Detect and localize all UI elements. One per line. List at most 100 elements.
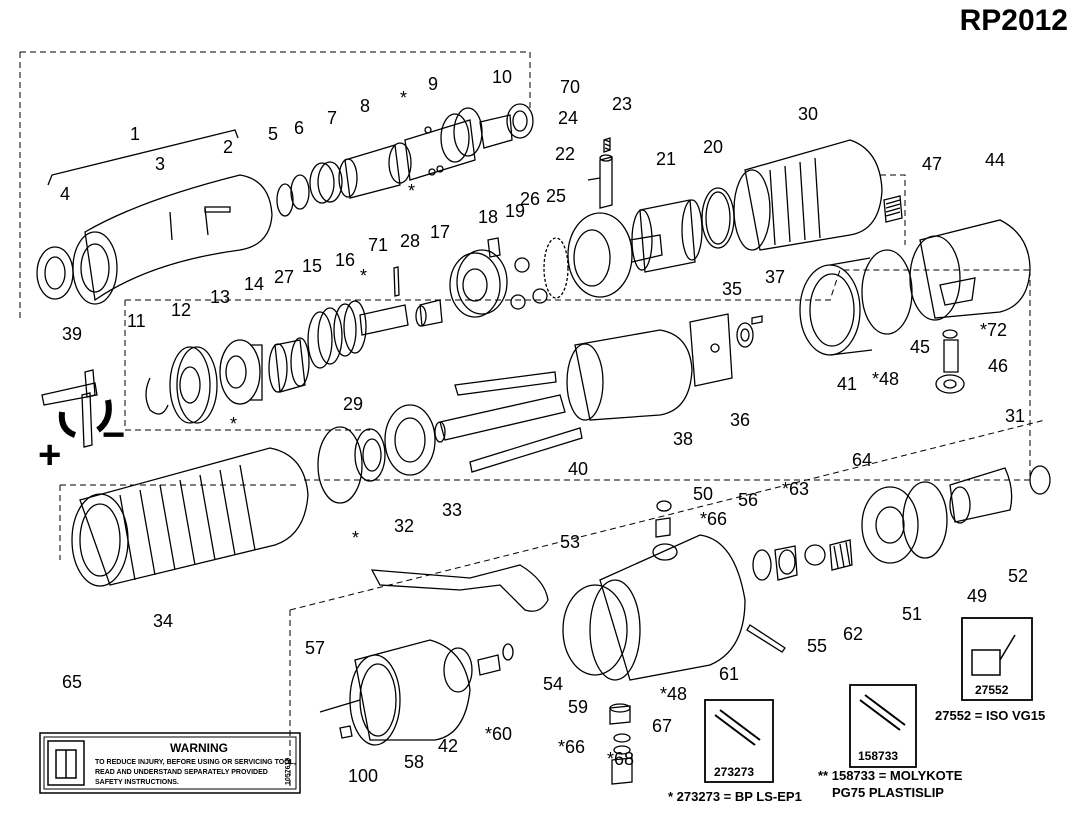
parts-32-33-34 bbox=[317, 404, 436, 504]
callout-label: 1 bbox=[130, 124, 140, 144]
callout-label: 58 bbox=[404, 752, 424, 772]
callout-label: 4 bbox=[60, 184, 70, 204]
part-48 bbox=[861, 249, 913, 335]
callout-label: 37 bbox=[765, 267, 785, 287]
part-47 bbox=[883, 195, 903, 223]
callout-label: 3 bbox=[155, 154, 165, 174]
callout-label: 40 bbox=[568, 459, 588, 479]
callout-label: 5 bbox=[268, 124, 278, 144]
lube-code-158733: 158733 bbox=[858, 749, 898, 763]
callout-label: 14 bbox=[244, 274, 264, 294]
parts-39-40 bbox=[434, 371, 583, 473]
part-9-bearing bbox=[338, 142, 412, 199]
part-31 bbox=[71, 447, 309, 587]
callout-label: 31 bbox=[1005, 406, 1025, 426]
lube-note-273273: * 273273 = BP LS-EP1 bbox=[668, 789, 802, 804]
lubricant-box-27552: 27552 27552 = ISO VG15 bbox=[935, 617, 1045, 723]
part-61-spring bbox=[829, 539, 853, 571]
parts-5-6-7-rings bbox=[276, 161, 343, 217]
minus-symbol: − bbox=[102, 413, 125, 457]
part-20 bbox=[701, 187, 735, 249]
part-36 bbox=[689, 313, 733, 387]
callout-label: 64 bbox=[852, 450, 872, 470]
callout-label: 62 bbox=[843, 624, 863, 644]
callout-label: 11 bbox=[127, 311, 146, 331]
callout-label: 23 bbox=[612, 94, 632, 114]
book-icon bbox=[55, 749, 77, 779]
callout-label: * bbox=[400, 88, 407, 108]
lubricant-box-158733: 158733 ** 158733 = MOLYKOTE PG75 PLASTIS… bbox=[818, 684, 963, 800]
lubricant-box-273273: 273273 * 273273 = BP LS-EP1 bbox=[668, 699, 802, 804]
warning-line-2: READ AND UNDERSTAND SEPARATELY PROVIDED bbox=[95, 769, 268, 776]
callout-label: 8 bbox=[360, 96, 370, 116]
callout-label: 70 bbox=[560, 77, 580, 97]
part-70 bbox=[506, 103, 534, 139]
part-15-16 bbox=[307, 300, 409, 369]
part-48b bbox=[562, 584, 628, 676]
direction-symbols: + − bbox=[38, 413, 125, 477]
warning-title: WARNING bbox=[170, 741, 228, 755]
callout-label: 12 bbox=[171, 300, 191, 320]
part-69 bbox=[339, 725, 353, 739]
callout-label: 50 bbox=[693, 484, 713, 504]
callout-label: 26 bbox=[520, 189, 540, 209]
grease-gun-icon bbox=[859, 694, 906, 731]
callout-label: *48 bbox=[660, 684, 687, 704]
lube-note-158733-2: PG75 PLASTISLIP bbox=[832, 785, 944, 800]
callout-label: 55 bbox=[807, 636, 827, 656]
callout-label: 13 bbox=[210, 287, 230, 307]
callout-label: 44 bbox=[985, 150, 1005, 170]
callout-label: *60 bbox=[485, 724, 512, 744]
callout-label: 28 bbox=[400, 231, 420, 251]
plus-symbol: + bbox=[38, 433, 61, 477]
callout-label: 67 bbox=[652, 716, 672, 736]
callout-label: 21 bbox=[656, 149, 676, 169]
callout-label: 41 bbox=[837, 374, 857, 394]
callout-label: 30 bbox=[798, 104, 818, 124]
callout-label: 17 bbox=[430, 222, 450, 242]
callout-label: 53 bbox=[560, 532, 580, 552]
callout-label: *72 bbox=[980, 320, 1007, 340]
lube-code-27552: 27552 bbox=[975, 683, 1009, 697]
part-12 bbox=[169, 346, 218, 424]
part-11 bbox=[145, 377, 169, 415]
lube-note-27552: 27552 = ISO VG15 bbox=[935, 708, 1045, 723]
callout-label: 7 bbox=[327, 108, 337, 128]
callout-label: 45 bbox=[910, 337, 930, 357]
part-21 bbox=[631, 199, 703, 273]
parts-60-59 bbox=[443, 643, 514, 693]
part-25 bbox=[567, 212, 663, 298]
part-17 bbox=[449, 249, 508, 318]
part-27 bbox=[268, 337, 310, 393]
callout-label: *48 bbox=[872, 369, 899, 389]
callout-label: 33 bbox=[442, 500, 462, 520]
callout-label: 42 bbox=[438, 736, 458, 756]
part-13-14 bbox=[219, 339, 263, 405]
callout-label: 57 bbox=[305, 638, 325, 658]
callout-label: 71 bbox=[368, 235, 388, 255]
warning-label: WARNING TO REDUCE INJURY, BEFORE USING O… bbox=[39, 732, 301, 794]
part-2-housing bbox=[72, 174, 273, 305]
part-58 bbox=[319, 699, 361, 713]
callout-label: 22 bbox=[555, 144, 575, 164]
callout-label: 16 bbox=[335, 250, 355, 270]
callout-label: 46 bbox=[988, 356, 1008, 376]
part-38 bbox=[566, 329, 693, 421]
warning-code: 1057610 bbox=[285, 758, 292, 785]
warning-line-3: SAFETY INSTRUCTIONS. bbox=[95, 779, 179, 786]
part-62-ball bbox=[804, 544, 826, 566]
callout-label: *66 bbox=[558, 737, 585, 757]
parts-52-53 bbox=[861, 481, 948, 564]
part-57-housing bbox=[589, 534, 746, 681]
callout-label: 39 bbox=[62, 324, 82, 344]
part-30 bbox=[733, 139, 883, 251]
callout-label: 65 bbox=[62, 672, 82, 692]
dashed-frames bbox=[19, 51, 1046, 790]
callout-label: 51 bbox=[902, 604, 922, 624]
callout-label: 35 bbox=[722, 279, 742, 299]
part-10-shaft bbox=[404, 107, 513, 181]
part-26 bbox=[543, 237, 569, 299]
part-35-37 bbox=[736, 315, 763, 348]
part-55 bbox=[370, 564, 549, 612]
